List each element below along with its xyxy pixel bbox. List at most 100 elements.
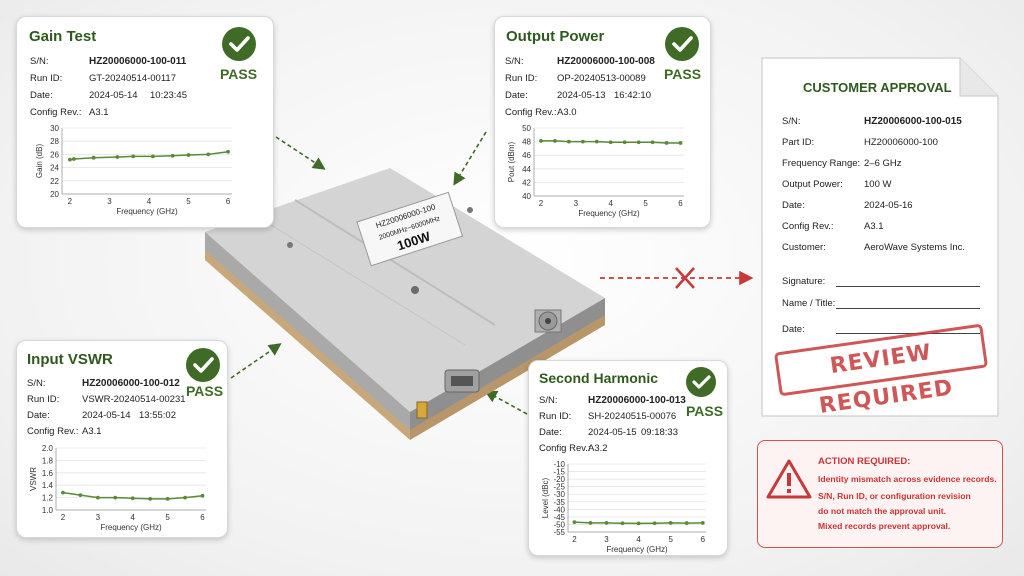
data-point (580, 139, 585, 144)
data-point (183, 495, 187, 500)
arrow-harmonic (484, 390, 528, 415)
y-tick-label: -55 (553, 528, 565, 537)
x-tick-label: 4 (609, 199, 614, 208)
data-point (186, 153, 191, 157)
data-point (61, 490, 65, 495)
gain-time-value: 10:23:45 (150, 90, 187, 101)
data-point (678, 141, 683, 145)
signature-line[interactable] (836, 286, 980, 287)
data-point (71, 157, 76, 161)
warning-icon (766, 459, 812, 499)
vswr-run-value: VSWR-20240514-00231 (82, 394, 186, 405)
y-tick-label: 46 (522, 151, 531, 160)
pass-check-icon (665, 27, 699, 61)
data-point (78, 493, 83, 498)
sh-config-value: A3.2 (588, 443, 608, 454)
y-tick-label: 44 (522, 165, 531, 174)
data-point (700, 521, 705, 525)
op-date-value: 2024-05-13 (557, 90, 606, 101)
y-tick-label: -45 (553, 513, 565, 522)
data-point (652, 521, 657, 526)
y-tick-label: -30 (553, 490, 565, 499)
x-tick-label: 3 (107, 197, 112, 206)
data-point (115, 155, 120, 159)
data-point (113, 495, 118, 500)
x-tick-label: 3 (96, 513, 101, 522)
approval-range-value: 2–6 GHz (864, 158, 902, 169)
output-power-status: PASS (664, 66, 702, 82)
y-tick-label: 22 (50, 177, 59, 186)
data-point (664, 141, 669, 145)
dsub-connector-icon (444, 369, 480, 393)
op-config-label: Config Rev.: (505, 107, 557, 118)
data-point (148, 496, 153, 501)
data-point (608, 140, 613, 145)
y-tick-label: 1.8 (42, 456, 54, 465)
data-point (636, 521, 641, 526)
data-point (165, 496, 170, 501)
approval-field-label: Output Power: (782, 179, 843, 190)
approval-field-label: Customer: (782, 242, 826, 253)
y-tick-label: 1.4 (42, 481, 54, 490)
vswr-sn-label: S/N: (27, 378, 46, 389)
gain-sn-value: HZ20006000-100-011 (89, 56, 187, 67)
data-point (604, 521, 609, 525)
gain-config-label: Config Rev.: (30, 107, 82, 118)
y-tick-label: 30 (50, 124, 59, 133)
arrow-vswr (230, 343, 282, 379)
input-vswr-title: Input VSWR (27, 351, 113, 368)
sh-sn-label: S/N: (539, 395, 558, 406)
y-tick-label: -35 (553, 498, 565, 507)
y-tick-label: 42 (522, 178, 531, 187)
x-tick-label: 4 (147, 197, 152, 206)
data-point (226, 149, 230, 154)
sh-time-value: 09:18:33 (641, 427, 678, 438)
x-tick-label: 3 (574, 199, 579, 208)
arrow-gain (275, 136, 326, 170)
x-tick-label: 3 (604, 535, 609, 544)
approval-part-value: HZ20006000-100 (864, 137, 938, 148)
cross-icon (675, 267, 695, 289)
series-line (69, 151, 229, 161)
op-sn-label: S/N: (505, 56, 524, 67)
name-title-label: Name / Title: (782, 298, 836, 309)
y-tick-label: 28 (50, 137, 59, 146)
sh-sn-value: HZ20006000-100-013 (588, 395, 686, 406)
x-tick-label: 6 (701, 535, 706, 544)
gain-test-status: PASS (220, 66, 258, 82)
gain-test-title: Gain Test (29, 28, 97, 45)
op-run-value: OP-20240513-00089 (557, 73, 646, 84)
signature-label: Signature: (782, 276, 826, 287)
data-point (620, 521, 625, 526)
second-harmonic-status: PASS (686, 403, 724, 419)
data-point (650, 140, 655, 145)
approval-field-label: S/N: (782, 116, 801, 127)
action-line: S/N, Run ID, or configuration revision (818, 491, 971, 501)
sign-date-line[interactable] (836, 333, 980, 334)
x-tick-label: 5 (668, 535, 673, 544)
data-point (668, 521, 673, 525)
gain-config-value: A3.1 (89, 107, 109, 118)
gain-run-value: GT-20240514-00117 (89, 73, 176, 84)
vswr-config-value: A3.1 (82, 426, 102, 437)
vswr-run-label: Run ID: (27, 394, 60, 405)
op-date-label: Date: (505, 90, 528, 101)
approval-customer-value: AeroWave Systems Inc. (864, 242, 966, 253)
data-point (131, 154, 136, 159)
name-title-line[interactable] (836, 308, 980, 309)
approval-sn-value: HZ20006000-100-015 (864, 116, 962, 127)
sh-date-label: Date: (539, 427, 562, 438)
second-harmonic-title: Second Harmonic (539, 370, 659, 386)
gain-date-value: 2024-05-14 (89, 90, 138, 101)
approval-field-label: Config Rev.: (782, 221, 834, 232)
output-power-title: Output Power (506, 28, 605, 45)
action-required-box (757, 440, 1003, 548)
vswr-time-value: 13:55:02 (139, 410, 176, 421)
op-sn-value: HZ20006000-100-008 (557, 56, 655, 67)
y-axis-label: Level (dBc) (541, 477, 550, 518)
y-tick-label: -40 (553, 505, 565, 514)
